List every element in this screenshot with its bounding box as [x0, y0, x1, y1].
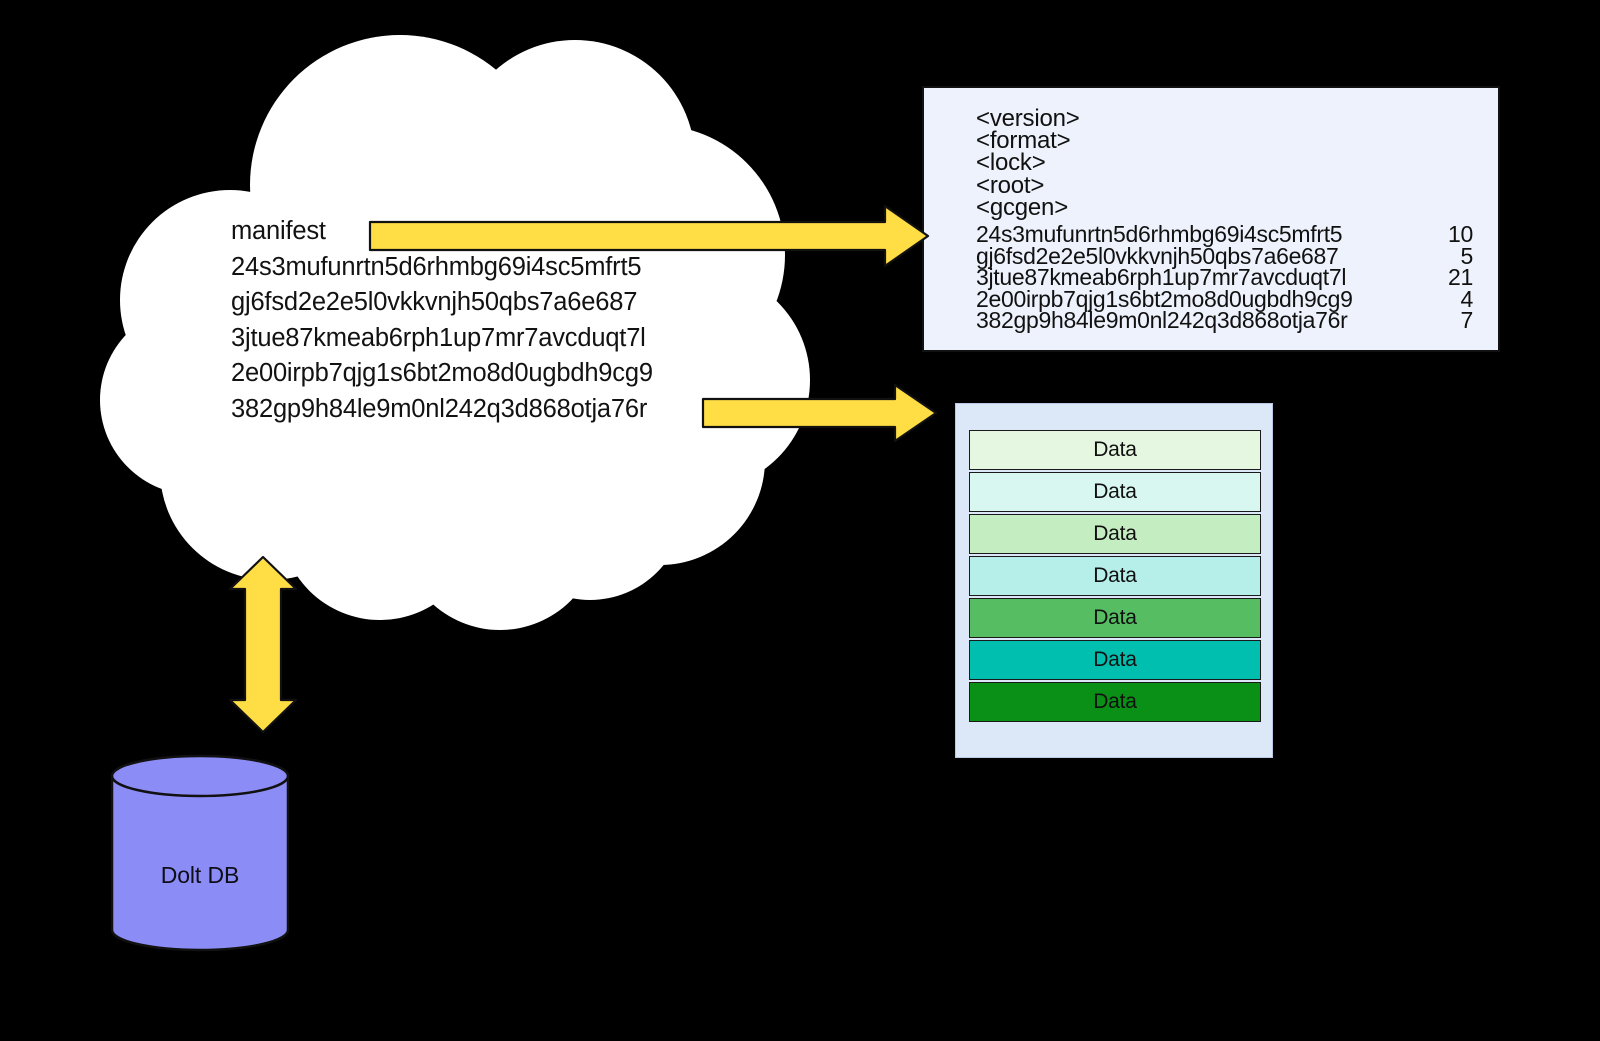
dolt-db-bidirectional-arrow [230, 557, 296, 732]
cloud-to-data-blocks-arrow [703, 385, 936, 441]
manifest-to-manifest-file-arrow [370, 206, 928, 266]
